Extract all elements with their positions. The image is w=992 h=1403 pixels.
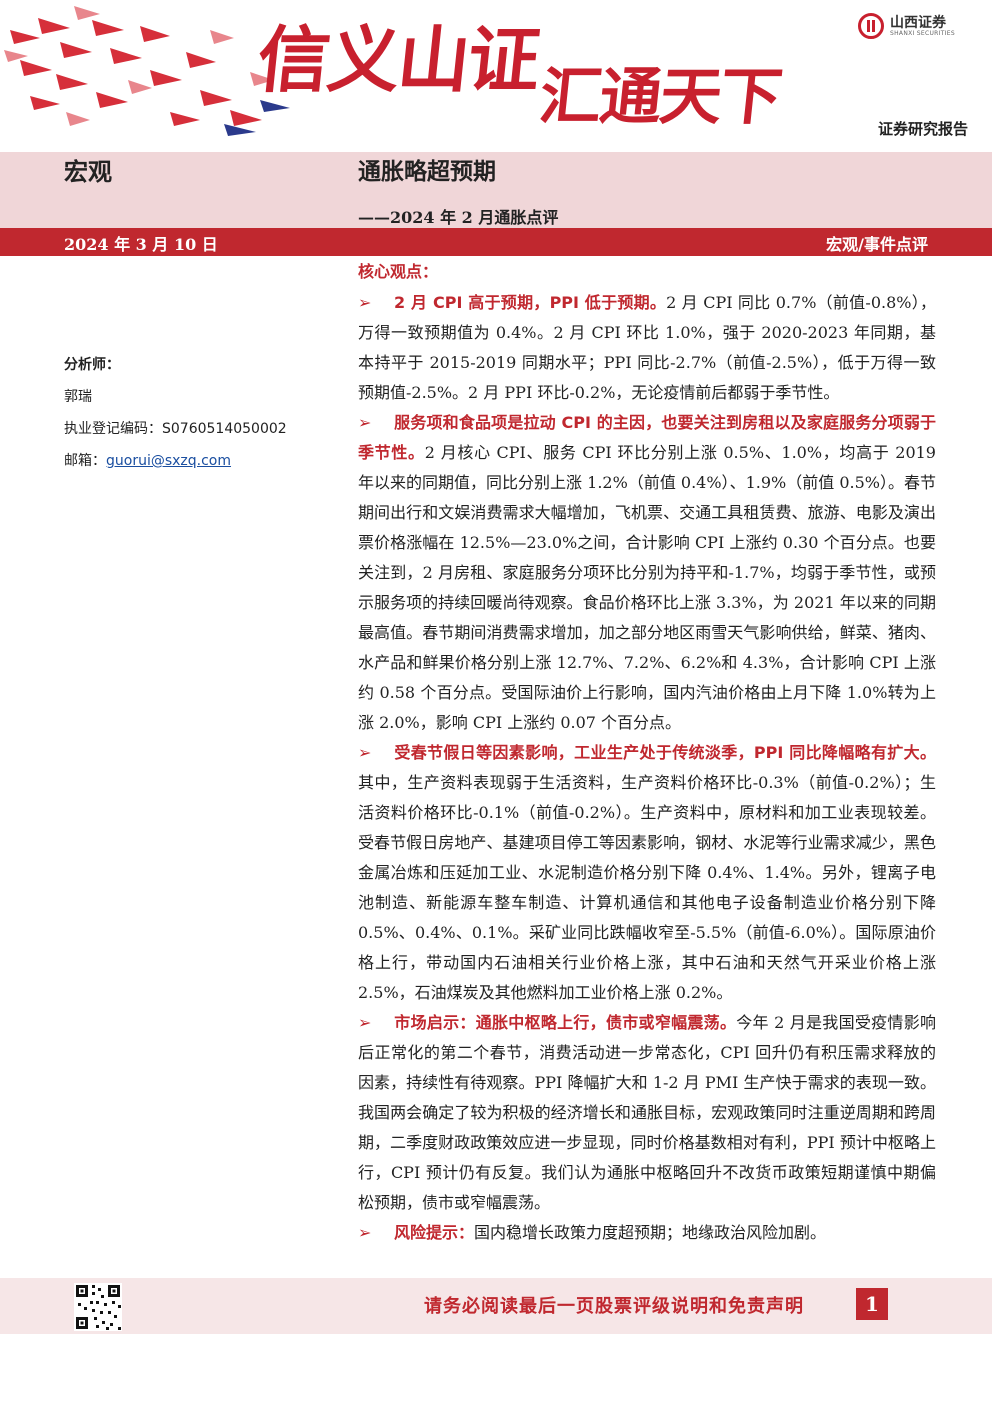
point-item: ➢ 市场启示：通胀中枢略上行，债市或窄幅震荡。今年 2 月是我国受疫情影响后正常化…: [358, 1008, 936, 1218]
point-item: ➢服务项和食品项是拉动 CPI 的主因，也要关注到房租以及家庭服务分项弱于季节性…: [358, 408, 936, 738]
point-item: ➢ 风险提示：国内稳增长政策力度超预期；地缘政治风险加剧。: [358, 1218, 936, 1248]
point-lead: 风险提示：: [394, 1223, 475, 1242]
point-lead: 市场启示：通胀中枢略上行，债市或窄幅震荡。: [394, 1013, 737, 1032]
disclaimer-note: 请务必阅读最后一页股票评级说明和免责声明: [424, 1296, 804, 1317]
registration-code: S0760514050002: [162, 421, 287, 437]
registration-label: 执业登记编码：: [64, 421, 162, 437]
slogan-line2: 汇通天下: [536, 60, 784, 133]
arrow-bullet-icon: ➢: [358, 413, 372, 432]
report-date: 2024 年 3 月 10 日: [64, 235, 218, 254]
report-category: 宏观: [64, 158, 112, 186]
logo-emblem-icon: [858, 13, 884, 39]
core-views-heading: 核心观点：: [358, 262, 439, 281]
arrow-bullet-icon: ➢: [358, 743, 372, 762]
report-tag: 宏观/事件点评: [826, 235, 928, 254]
qr-code-icon: [74, 1283, 122, 1331]
point-lead: 2 月 CPI 高于预期，PPI 低于预期。: [394, 293, 667, 312]
page-number: 1: [856, 1288, 888, 1320]
date-bar: [0, 228, 992, 256]
slogan-line1: 信义山证: [253, 18, 543, 102]
report-subtitle: ——2024 年 2 月通胀点评: [358, 208, 559, 227]
footer-band: [0, 1278, 992, 1334]
flying-birds-graphic: [4, 6, 290, 136]
point-text: 2 月 CPI 同比 0.7%（前值-0.8%），万得一致预期值为 0.4%。2…: [358, 293, 936, 402]
email-line: 邮箱：guorui@sxzq.com: [64, 450, 231, 470]
report-title: 通胀略超预期: [358, 159, 496, 185]
analyst-heading: 分析师：: [64, 357, 120, 373]
company-name-cn: 山西证券: [890, 14, 946, 31]
arrow-bullet-icon: ➢: [358, 293, 372, 312]
company-logo: 山西证券 SHANXI SECURITIES: [858, 10, 955, 42]
header-banner: 信义山证 汇通天下: [0, 0, 992, 152]
registration-line: 执业登记编码：S0760514050002: [64, 418, 287, 438]
core-views-section: 核心观点： ➢ 2 月 CPI 高于预期，PPI 低于预期。2 月 CPI 同比 …: [358, 258, 936, 1248]
point-lead: 受春节假日等因素影响，工业生产处于传统淡季，PPI 同比降幅略有扩大。: [394, 743, 936, 762]
point-text: 今年 2 月是我国受疫情影响后正常化的第二个春节，消费活动进一步常态化，CPI …: [358, 1013, 936, 1212]
point-text: 2 月核心 CPI、服务 CPI 环比分别上涨 0.5%、1.0%，均高于 20…: [358, 443, 936, 732]
point-lead: 服务项和食品项是拉动 CPI 的主因，也要关注到房租以及家庭服务分项弱于季节性。: [358, 413, 936, 462]
arrow-bullet-icon: ➢: [358, 1223, 372, 1242]
company-name-en: SHANXI SECURITIES: [890, 29, 955, 37]
email-label: 邮箱：: [64, 453, 106, 469]
report-type-label: 证券研究报告: [877, 120, 968, 138]
point-item: ➢ 2 月 CPI 高于预期，PPI 低于预期。2 月 CPI 同比 0.7%（前…: [358, 288, 936, 408]
point-item: ➢ 受春节假日等因素影响，工业生产处于传统淡季，PPI 同比降幅略有扩大。其中，生…: [358, 738, 936, 1008]
analyst-name: 郭瑞: [64, 389, 92, 405]
email-link[interactable]: guorui@sxzq.com: [106, 453, 232, 469]
point-text: 国内稳增长政策力度超预期；地缘政治风险加剧。: [474, 1223, 827, 1242]
point-text: 其中，生产资料表现弱于生活资料，生产资料价格环比-0.3%（前值-0.2%）；生…: [358, 773, 936, 1002]
arrow-bullet-icon: ➢: [358, 1013, 372, 1032]
title-band: [0, 152, 992, 228]
